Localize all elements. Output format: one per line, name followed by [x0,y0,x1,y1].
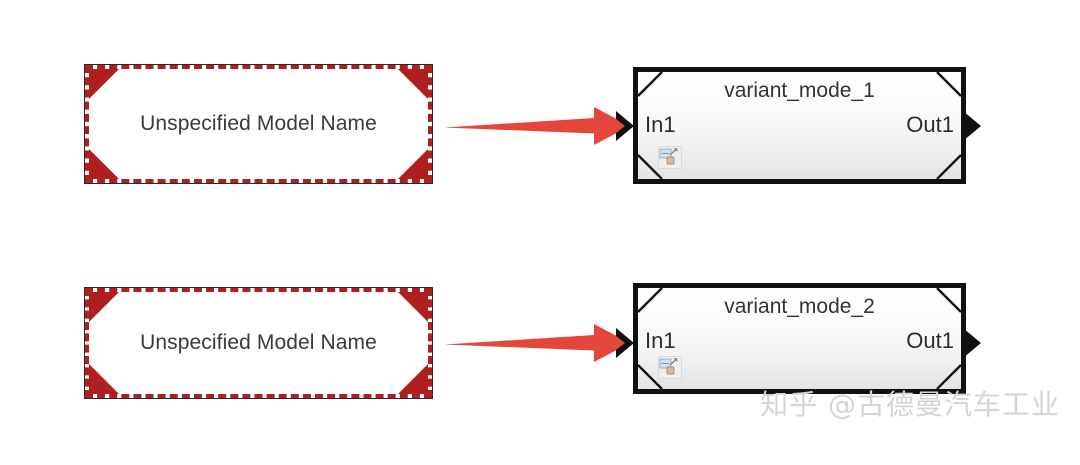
block-title: variant_mode_2 [724,295,875,318]
model-reference-block-variant-mode-2[interactable]: variant_mode_2 In1 Out1 [633,283,966,394]
unspecified-model-block-1[interactable]: Unspecified Model Name [84,64,433,184]
corner-triangle-bottom-left [89,364,119,394]
output-port-marker-2 [963,327,985,359]
model-reference-icon [658,356,682,379]
input-port-label: In1 [645,112,676,137]
model-reference-icon [658,146,682,169]
output-port-label: Out1 [906,112,954,137]
corner-triangle-bottom-right [398,364,428,394]
corner-triangle-top-left [89,69,119,99]
corner-triangle-bottom-left [89,149,119,179]
output-port-label: Out1 [906,328,954,353]
model-reference-block-variant-mode-1[interactable]: variant_mode_1 In1 Out1 [633,67,966,184]
corner-triangle-top-right [398,69,428,99]
corner-triangle-top-right [398,292,428,322]
output-port-marker-1 [963,110,985,142]
input-port-label: In1 [645,328,676,353]
corner-triangle-bottom-right [398,149,428,179]
unspecified-model-label: Unspecified Model Name [140,331,377,354]
corner-triangle-top-left [89,292,119,322]
unspecified-model-block-2[interactable]: Unspecified Model Name [84,287,433,399]
signal-arrow-2 [444,317,634,369]
block-title: variant_mode_1 [724,79,875,102]
bevel-corner-bottom-right [935,153,961,179]
signal-arrow-1 [444,100,634,152]
watermark-text: 知乎 @古德曼汽车工业 [760,388,1060,421]
unspecified-model-label: Unspecified Model Name [140,112,377,135]
